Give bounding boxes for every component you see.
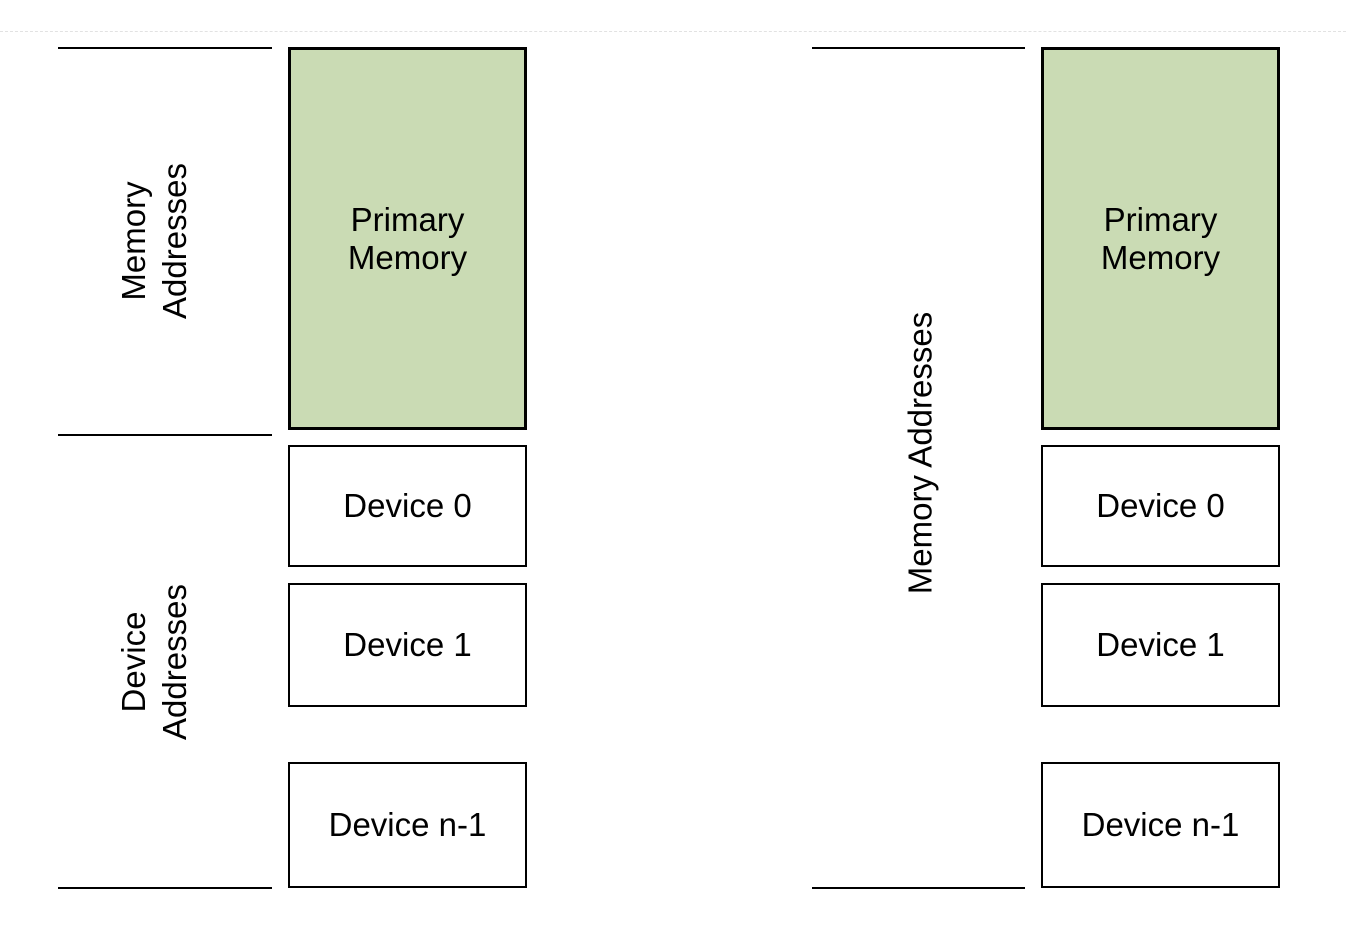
device-n-1-label: Device n-1: [328, 806, 487, 843]
primary-memory-label: Primary Memory: [1100, 200, 1221, 276]
device-n-1-box: Device n-1: [1041, 762, 1280, 888]
device-n-1-box: Device n-1: [288, 762, 527, 888]
right-range-line-bottom: [812, 887, 1025, 889]
device-0-box: Device 0: [1041, 445, 1280, 567]
device-0-box: Device 0: [288, 445, 527, 567]
memory-addresses-label: Memory Addresses: [115, 163, 193, 319]
device-1-box: Device 1: [1041, 583, 1280, 707]
primary-memory-label: Primary Memory: [347, 200, 468, 276]
left-range-line-top: [58, 47, 272, 49]
primary-memory-box: Primary Memory: [1041, 47, 1280, 430]
device-n-1-label: Device n-1: [1081, 806, 1240, 843]
device-addresses-label: Device Addresses: [115, 584, 193, 740]
device-1-label: Device 1: [343, 626, 472, 663]
device-0-label: Device 0: [343, 487, 472, 524]
left-range-line-bottom: [58, 887, 272, 889]
primary-memory-box: Primary Memory: [288, 47, 527, 430]
device-1-label: Device 1: [1096, 626, 1225, 663]
device-1-box: Device 1: [288, 583, 527, 707]
device-0-label: Device 0: [1096, 487, 1225, 524]
right-range-line-top: [812, 47, 1025, 49]
memory-addresses-label: Memory Addresses: [901, 311, 939, 595]
left-range-line-middle: [58, 434, 272, 436]
guide-dotted-line: [0, 31, 1346, 32]
